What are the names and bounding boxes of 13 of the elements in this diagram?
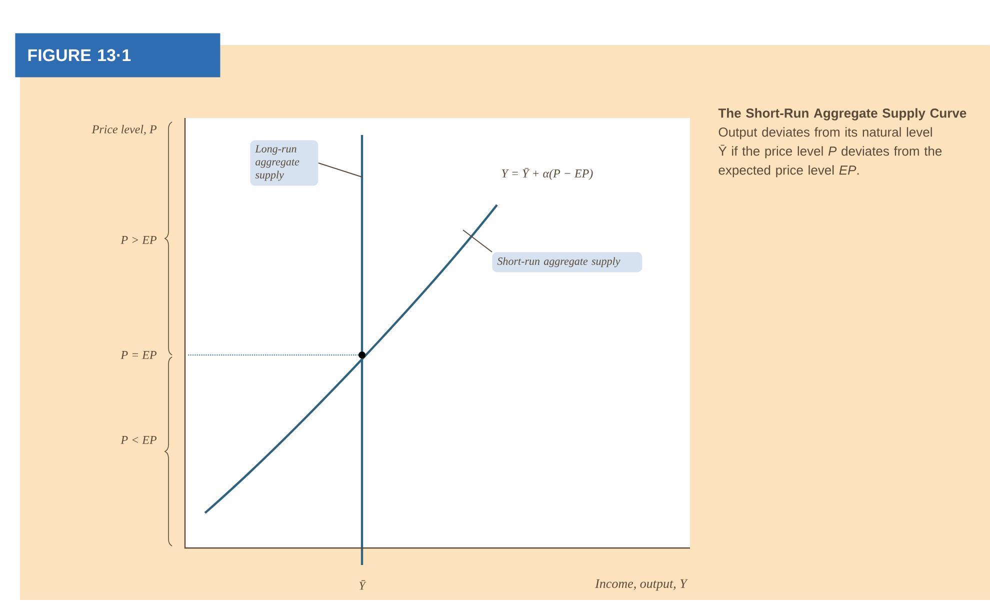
axis-label: Income, output, Y — [595, 579, 688, 591]
region-label: P > EP — [120, 236, 156, 244]
formula: Y = Ȳ + α(P − EP) — [502, 168, 593, 180]
figure-tag: FIGURE 13·1 — [15, 33, 220, 78]
label-box: Short-run aggregate supply — [492, 252, 642, 272]
leader-line — [462, 229, 492, 252]
axis-label: Price level, P — [92, 124, 157, 136]
tick-label: Ȳ — [359, 580, 366, 590]
caption: The Short-Run Aggregate Supply Curve Output deviates from its natural level Ȳ if the price level P deviates from the expected price level EP. — [718, 108, 966, 178]
region-label: P < EP — [120, 436, 156, 444]
leader-line — [318, 162, 362, 178]
label-box: Long-run aggregate supply — [250, 140, 318, 186]
region-label: P = EP — [120, 351, 156, 359]
